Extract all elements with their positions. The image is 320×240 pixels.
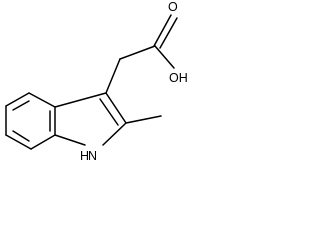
bond-benzene-1 [5, 92, 30, 107]
structure-diagram: O OH H N [0, 0, 208, 178]
atom-oxygen-carbonyl: O [168, 0, 178, 14]
bond-benzene-5 [5, 134, 32, 150]
atom-nh-n: N [88, 149, 97, 163]
bond-co-double-2 [159, 17, 178, 49]
bond-benzene-double-1 [12, 100, 30, 111]
bond-c3-ch2 [105, 58, 121, 94]
bond-benzene-double-3 [12, 130, 30, 142]
molecule-svg: O OH H N [5, 0, 188, 163]
bond-c3a-c3 [54, 92, 107, 108]
bond-n1-c7a [54, 134, 86, 146]
bond-benzene-4 [30, 134, 56, 150]
bond-c-oh [154, 45, 175, 69]
bond-c3-c2 [105, 92, 127, 124]
bond-ch2-carbonyl [119, 45, 156, 60]
atom-hydroxyl: OH [169, 71, 188, 85]
bond-co-double-1 [153, 14, 172, 47]
bond-methyl [125, 115, 162, 124]
bond-c3-c2-double [99, 98, 119, 126]
bond-c2-n1 [102, 122, 127, 146]
atom-nh-h: H [80, 149, 89, 163]
bond-benzene-2 [28, 92, 56, 108]
